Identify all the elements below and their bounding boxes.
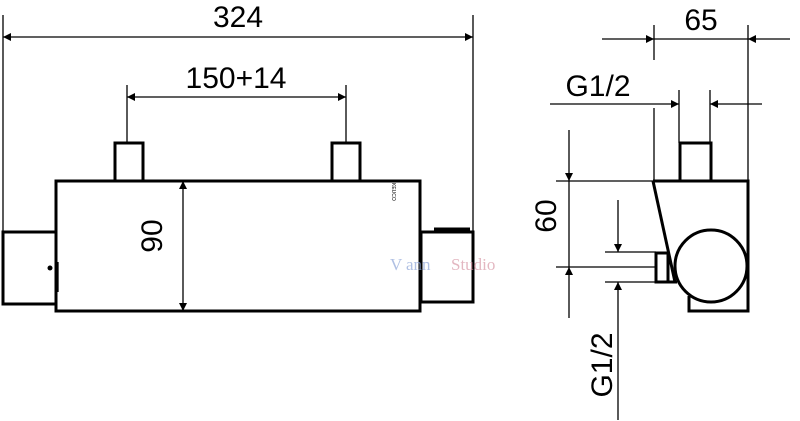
outlet-nipple — [654, 251, 670, 284]
side-view: 65 G1/2 60 G1/2 — [530, 4, 790, 420]
dimension-outlet-height: 60 — [530, 199, 563, 232]
brand-mark: KEUCO — [390, 183, 396, 201]
side-body-outline — [653, 179, 750, 313]
front-view: KEUCO 324 150+14 90 — [1, 1, 475, 313]
watermark-logo: V ann Studio — [390, 255, 495, 274]
thread-bottom: G1/2 — [586, 332, 619, 397]
side-inlet-pipe — [678, 141, 713, 183]
dimension-inlet-spacing: 150+14 — [186, 62, 287, 95]
dimension-depth: 65 — [684, 4, 717, 37]
dimension-body-height: 90 — [136, 219, 169, 252]
watermark-text: ann — [406, 255, 431, 274]
left-handle-cap — [1, 230, 58, 306]
thread-top: G1/2 — [565, 70, 630, 103]
handle-circle — [673, 228, 749, 304]
right-handle-cap — [419, 230, 475, 304]
watermark-initial: V — [390, 255, 403, 274]
mixer-body — [54, 179, 422, 313]
dimension-overall-width: 324 — [213, 1, 263, 34]
watermark-text: Studio — [451, 255, 495, 274]
temperature-marker — [47, 265, 53, 271]
right-inlet-pipe — [330, 141, 362, 183]
side-body-slant — [651, 180, 677, 283]
left-inlet-pipe — [113, 141, 145, 183]
